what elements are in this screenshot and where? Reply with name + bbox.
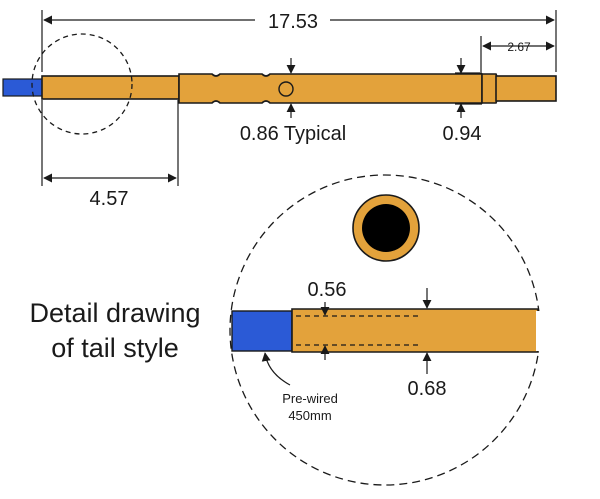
tip-diameter-label: 0.94 (443, 123, 482, 145)
wire-note-line2: 450mm (288, 408, 331, 423)
detail-callout-circle (31, 33, 133, 135)
overall-length-label: 17.53 (268, 11, 318, 33)
tail-length-label: 4.57 (90, 188, 129, 210)
pin-hole (278, 81, 294, 97)
tip-length-label: 2.67 (507, 40, 531, 54)
pin-body (178, 73, 483, 104)
outer-diameter-label: 0.68 (408, 378, 447, 400)
detail-pin-tail (291, 308, 539, 353)
wire-stub (2, 78, 44, 97)
inner-diameter-label: 0.56 (308, 279, 347, 301)
end-view-hole (362, 204, 410, 252)
detail-title-line2: of tail style (51, 333, 179, 363)
hole-label: 0.86 Typical (240, 123, 346, 145)
detail-wire (231, 310, 293, 352)
wire-leader (261, 352, 291, 386)
detail-title-line1: Detail drawing (29, 298, 200, 328)
wire-note-line1: Pre-wired (282, 391, 338, 406)
pin-tip (495, 75, 557, 102)
pin-tail (41, 75, 180, 100)
